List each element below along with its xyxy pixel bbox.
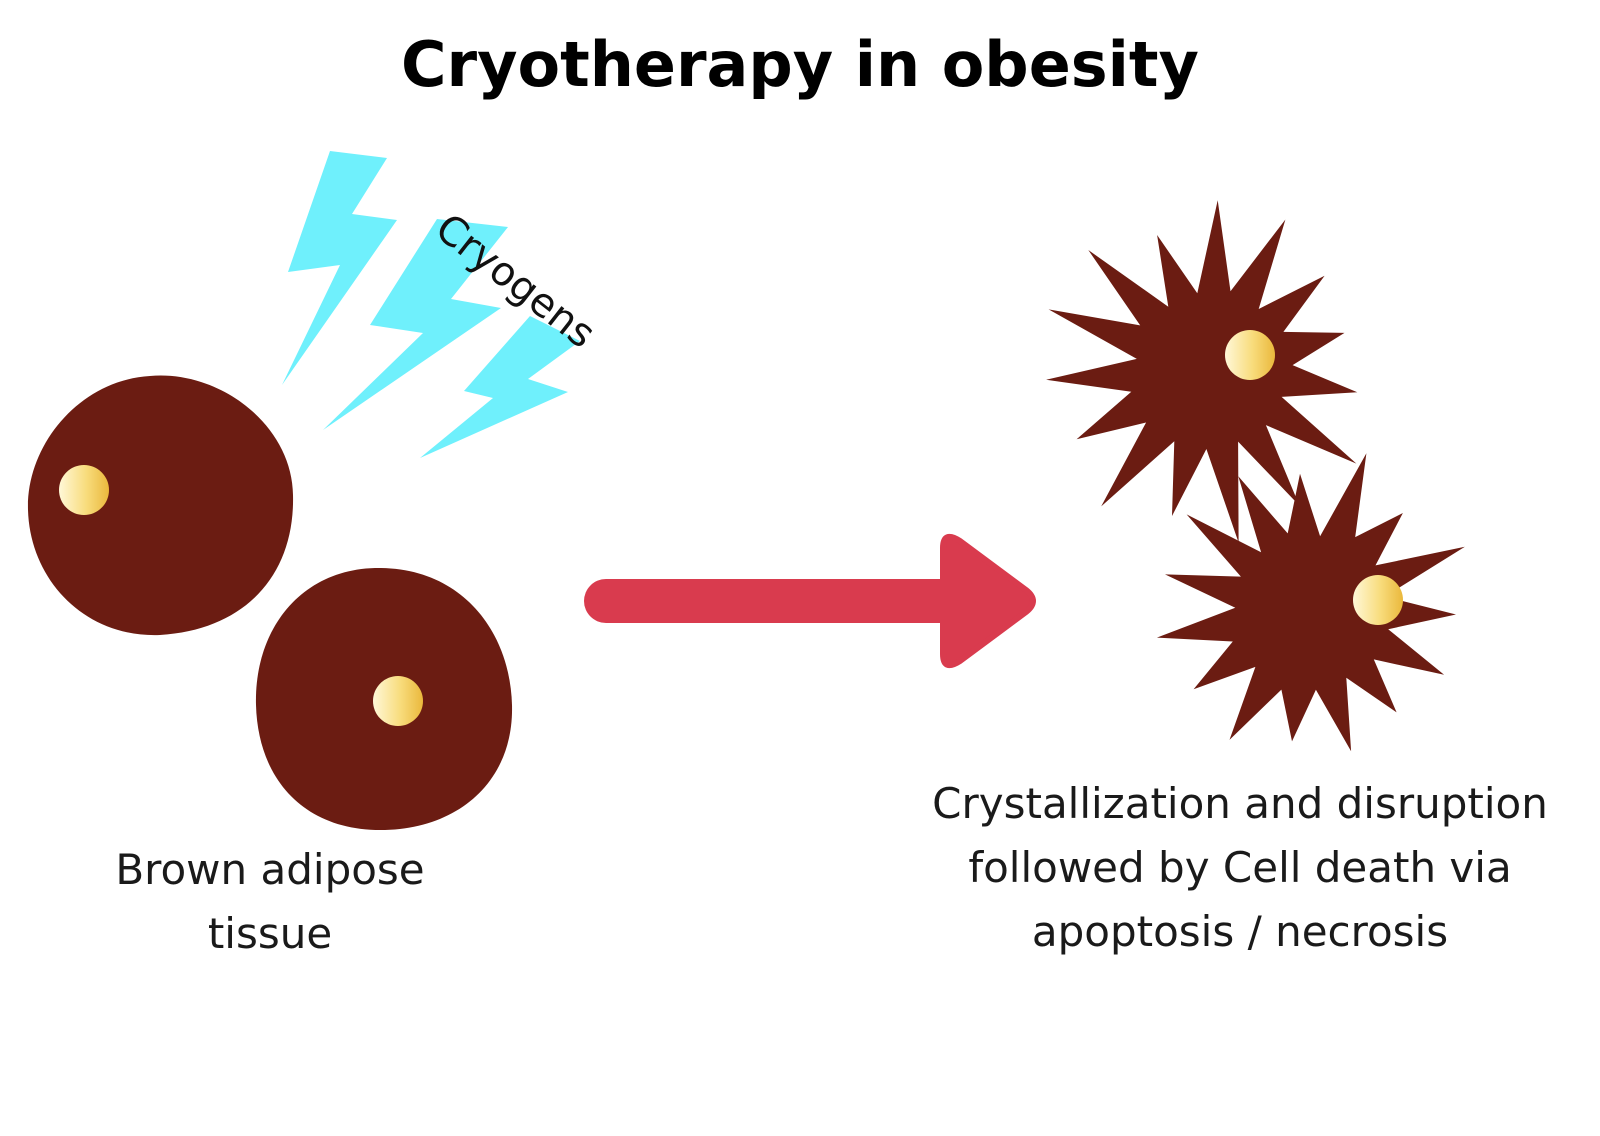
crystallized-cell <box>1046 200 1358 543</box>
lightning-bolt-icon <box>323 219 508 430</box>
brown-adipose-cell <box>255 567 513 831</box>
cryogen-bolts <box>282 151 580 458</box>
cell-nucleus <box>59 465 109 515</box>
diagram-title: Cryotherapy in obesity <box>401 28 1199 101</box>
lightning-bolt-icon <box>420 316 580 458</box>
spiky-cell-body <box>1046 200 1358 543</box>
crystallized-cells <box>1046 200 1465 752</box>
outcome-label-line3: apoptosis / necrosis <box>1031 907 1449 956</box>
brown-adipose-label: Brown adipose tissue <box>60 838 480 966</box>
brown-adipose-label-line2: tissue <box>207 909 333 958</box>
brown-adipose-label-line1: Brown adipose <box>115 845 425 894</box>
crystallized-cell <box>1156 453 1465 752</box>
outcome-label-line2: followed by Cell death via <box>968 843 1512 892</box>
outcome-label: Crystallization and disruption followed … <box>905 772 1575 964</box>
arrow-right-icon <box>584 533 1036 669</box>
lightning-bolt-icon <box>282 151 397 385</box>
brown-adipose-cell <box>27 375 294 636</box>
cell-nucleus <box>1225 330 1275 380</box>
cell-nucleus <box>373 676 423 726</box>
outcome-label-line1: Crystallization and disruption <box>932 779 1548 828</box>
spiky-cell-body <box>1156 453 1465 752</box>
cell-nucleus <box>1353 575 1403 625</box>
